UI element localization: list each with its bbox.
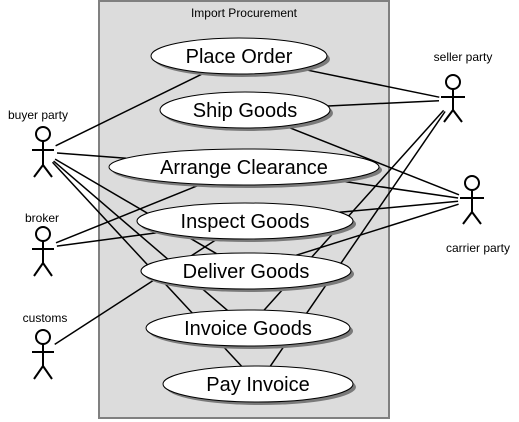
usecase-ellipse [136, 202, 354, 240]
actors: buyer party broker customs [8, 50, 510, 380]
system-title: Import Procurement [191, 6, 298, 20]
usecase-label: Deliver Goods [183, 261, 310, 283]
association-line-carrier-arrange-clearance [335, 179, 459, 199]
usecase-label: Pay Invoice [206, 374, 309, 396]
actor-label: carrier party [446, 241, 510, 255]
association-line-seller-ship-goods [327, 99, 440, 107]
usecase-deliver-goods: Deliver Goods [140, 252, 354, 292]
association-line-seller-place-order [300, 68, 440, 98]
actor-label: customs [23, 311, 68, 325]
usecase-ellipse [162, 365, 354, 403]
usecase-label: Arrange Clearance [160, 157, 328, 179]
stick-figure-icon [460, 175, 484, 225]
usecase-arrange-clearance: Arrange Clearance [108, 148, 382, 188]
usecase-label: Ship Goods [193, 100, 298, 122]
actor-label: broker [25, 211, 59, 225]
actor-customs: customs [23, 311, 68, 380]
association-line-carrier-ship-goods [284, 125, 460, 196]
association-line-buyer-place-order [55, 71, 206, 147]
usecase-ellipse [145, 309, 351, 347]
usecase-label: Invoice Goods [184, 318, 312, 340]
usecase-ellipse [150, 37, 328, 75]
usecase-ellipse [159, 91, 331, 129]
association-line-broker-inspect-goods [56, 231, 161, 247]
association-line-carrier-deliver-goods [296, 203, 459, 256]
usecase-ship-goods: Ship Goods [159, 91, 333, 131]
stick-figure-icon [32, 126, 54, 178]
usecase-label: Inspect Goods [181, 211, 310, 233]
actor-label: buyer party [8, 108, 68, 122]
actor-broker: broker [25, 211, 59, 277]
usecase-pay-invoice: Pay Invoice [162, 365, 356, 405]
usecase-place-order: Place Order [150, 37, 330, 77]
usecase-ellipse [140, 252, 352, 290]
actor-buyer-party: buyer party [8, 108, 68, 178]
usecase-label: Place Order [186, 46, 293, 68]
actor-seller-party: seller party [434, 50, 493, 123]
association-line-carrier-inspect-goods [339, 200, 459, 214]
association-line-broker-arrange-clearance [55, 183, 202, 244]
stick-figure-icon [32, 226, 54, 277]
actor-carrier-party: carrier party [446, 175, 510, 255]
stick-figure-icon [441, 74, 465, 123]
usecase-ellipse [108, 148, 380, 186]
actor-label: seller party [434, 50, 493, 64]
association-line-buyer-arrange-clearance [56, 152, 127, 159]
usecase-inspect-goods: Inspect Goods [136, 202, 356, 242]
usecase-invoice-goods: Invoice Goods [145, 309, 353, 349]
association-lines [51, 68, 460, 367]
stick-figure-icon [32, 329, 54, 380]
use-cases: Place Order Ship Goods Arrange Clearance… [108, 37, 382, 405]
